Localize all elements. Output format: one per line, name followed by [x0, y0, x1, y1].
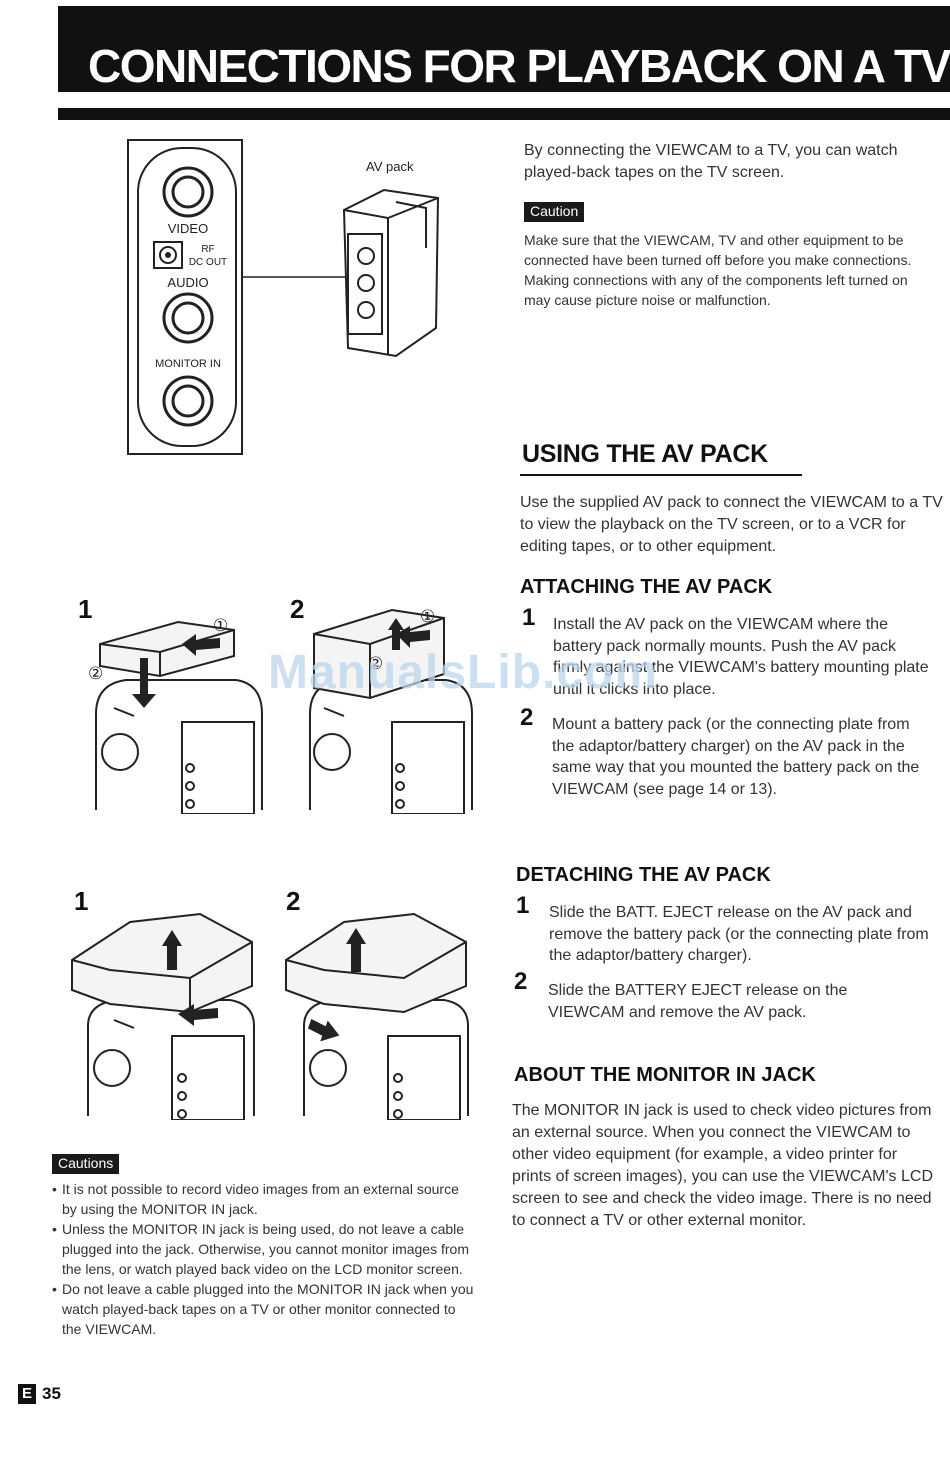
- language-badge: E: [18, 1384, 36, 1404]
- using-heading-rule: [520, 474, 802, 476]
- title-bar: [58, 6, 950, 92]
- jack-label-rf: RF: [201, 244, 214, 255]
- monitor-in-jack-icon: [162, 375, 214, 427]
- cautions-list: •It is not possible to record video imag…: [52, 1179, 476, 1339]
- up-arrow-icon: [162, 930, 182, 970]
- detach-step-2-text: Slide the BATTERY EJECT release on the V…: [548, 982, 848, 1021]
- detach-illustration-2: [285, 912, 469, 1120]
- callout-2: ②: [88, 664, 104, 683]
- detaching-heading: DETACHING THE AV PACK: [516, 864, 771, 886]
- attach-illustration-2: [309, 608, 473, 814]
- intro-text: By connecting the VIEWCAM to a TV, you c…: [524, 142, 898, 181]
- slide-arrow-icon: [307, 1018, 340, 1042]
- attach-step-1-num: 1: [522, 604, 536, 631]
- jack-label-monitor-in: MONITOR IN: [155, 358, 221, 370]
- monitor-text: The MONITOR IN jack is used to check vid…: [512, 1102, 933, 1229]
- jack-label-video: VIDEO: [168, 221, 208, 236]
- push-arrow-icon: [182, 634, 220, 656]
- detach-step-1-num: 1: [516, 892, 530, 919]
- bullet-dot: •: [52, 1181, 57, 1197]
- detach-figure-2-number: 2: [286, 886, 301, 916]
- push-arrow-icon: [396, 626, 430, 648]
- caution-item: •It is not possible to record video imag…: [52, 1181, 459, 1217]
- jack-panel: [137, 147, 237, 447]
- callout-1-b: ①: [420, 607, 436, 626]
- caution-label: Caution: [524, 202, 585, 222]
- up-arrow-icon: [346, 928, 366, 972]
- audio-jack-icon: [162, 292, 214, 344]
- page-title: CONNECTIONS FOR PLAYBACK ON A TV: [88, 40, 950, 92]
- cautions-label: Cautions: [52, 1154, 120, 1174]
- connector-diagram: VIDEO RF DC OUT AUDIO MONITOR IN AV pack: [127, 139, 440, 455]
- attach-figure-1-number: 1: [78, 594, 93, 624]
- attach-step-2-num: 2: [520, 704, 534, 731]
- detach-figure-1-number: 1: [74, 886, 89, 916]
- attach-step-2-text: Mount a battery pack (or the connecting …: [552, 716, 920, 798]
- title-rule: [58, 108, 950, 120]
- attach-illustration-1: [95, 620, 263, 814]
- callout-2-b: ②: [368, 654, 384, 673]
- watermark: ManualsLib.com: [268, 646, 659, 699]
- bullet-dot: •: [52, 1281, 57, 1297]
- av-pack-label: AV pack: [366, 159, 414, 174]
- jack-label-dc-out: DC OUT: [189, 257, 227, 268]
- detach-step-1-text: Slide the BATT. EJECT release on the AV …: [549, 904, 929, 964]
- detach-step-2-num: 2: [514, 968, 528, 995]
- monitor-heading: ABOUT THE MONITOR IN JACK: [514, 1064, 816, 1086]
- diagram-frame: [127, 139, 243, 455]
- down-arrow-icon: [132, 658, 156, 708]
- slide-arrow-icon: [178, 1004, 218, 1026]
- caution-item: •Do not leave a cable plugged into the M…: [52, 1281, 474, 1337]
- bullet-dot: •: [52, 1221, 57, 1237]
- caution-item: •Unless the MONITOR IN jack is being use…: [52, 1221, 469, 1277]
- attaching-heading: ATTACHING THE AV PACK: [520, 576, 773, 598]
- page-number: 35: [42, 1384, 61, 1403]
- attach-figure-2-number: 2: [290, 594, 305, 624]
- caution-text: Make sure that the VIEWCAM, TV and other…: [524, 232, 912, 308]
- detach-illustration-1: [71, 912, 255, 1120]
- rf-jack-icon: [153, 241, 183, 269]
- video-jack-icon: [162, 166, 214, 218]
- callout-1: ①: [213, 616, 229, 635]
- attach-step-1-text: Install the AV pack on the VIEWCAM where…: [553, 616, 929, 698]
- av-pack-icon: [342, 188, 440, 358]
- using-heading: USING THE AV PACK: [522, 440, 768, 468]
- using-text: Use the supplied AV pack to connect the …: [520, 494, 943, 555]
- jack-label-audio: AUDIO: [167, 275, 208, 290]
